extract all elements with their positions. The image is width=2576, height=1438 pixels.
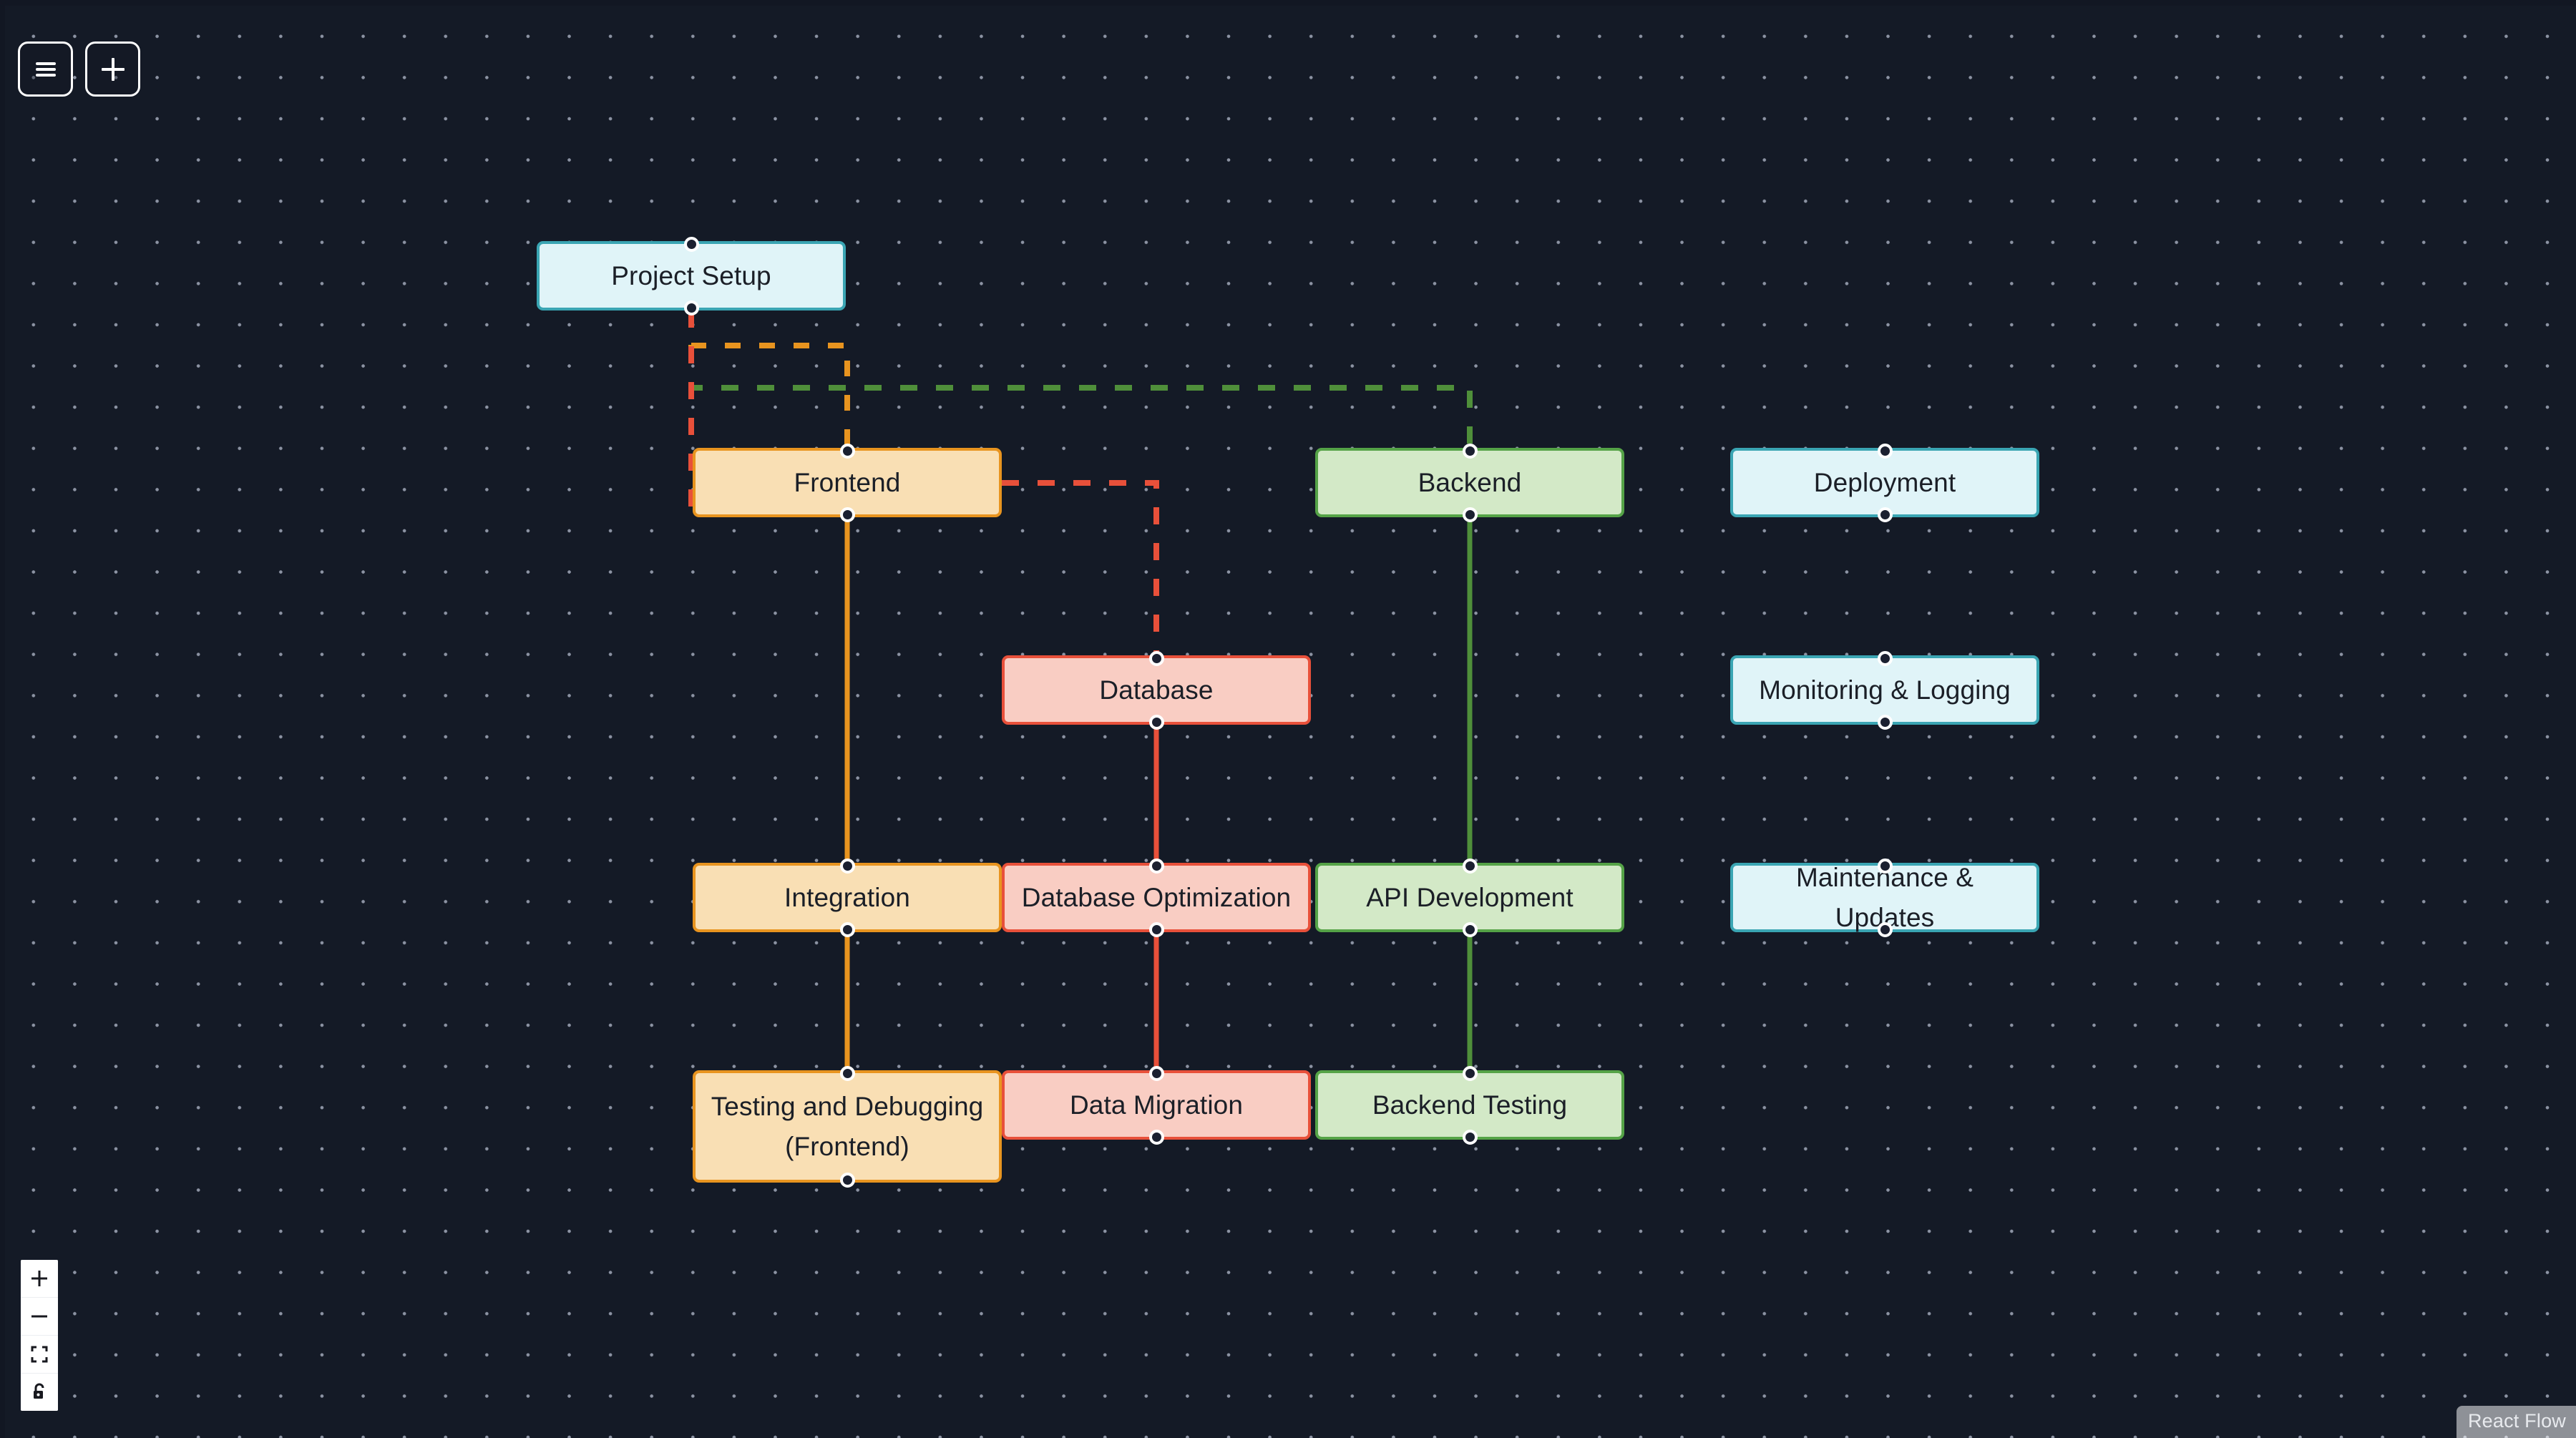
node-label: Testing and Debugging (Frontend) [711,1092,984,1161]
node-testing-debugging-frontend[interactable]: Testing and Debugging (Frontend) [693,1065,1002,1188]
node-label: Frontend [794,467,901,497]
node-deployment[interactable]: Deployment [1730,443,2039,522]
node-backend-testing[interactable]: Backend Testing [1315,1065,1624,1145]
canvas-toolbar [18,41,140,97]
handle-source-bottom[interactable] [683,300,699,316]
node-label: Backend [1418,467,1522,497]
node-maintenance-updates[interactable]: Maintenance & Updates [1730,858,2039,937]
handle-source-bottom[interactable] [1462,921,1478,937]
handle-target-top[interactable] [1877,443,1893,459]
unlock-icon [34,1383,44,1399]
edge-project-setup-backend[interactable] [688,310,1473,448]
node-label: Project Setup [611,260,771,290]
handle-source-bottom[interactable] [839,921,855,937]
plus-icon [101,57,125,81]
node-frontend[interactable]: Frontend [693,443,1002,522]
handle-target-top[interactable] [839,858,855,874]
node-label: Integration [784,882,910,912]
zoom-in-button[interactable] [21,1260,58,1298]
node-label: Database [1099,675,1214,705]
hamburger-menu-icon [35,62,56,77]
add-node-button[interactable] [85,41,140,97]
fit-view-button[interactable] [21,1336,58,1374]
handle-source-bottom[interactable] [1877,714,1893,730]
node-integration[interactable]: Integration [693,858,1002,937]
node-label: Deployment [1813,467,1956,497]
plus-icon [31,1271,47,1286]
handle-source-bottom[interactable] [1148,921,1164,937]
node-data-migration[interactable]: Data Migration [1002,1065,1311,1145]
handle-target-top[interactable] [1877,858,1893,874]
handle-source-bottom[interactable] [1148,1129,1164,1145]
lock-toggle-button[interactable] [21,1374,58,1411]
handle-source-bottom[interactable] [1148,714,1164,730]
canvas-top-edge [0,0,2576,6]
node-label: Monitoring & Logging [1759,675,2011,705]
handle-target-top[interactable] [1462,1065,1478,1081]
node-api-development[interactable]: API Development [1315,858,1624,937]
handle-source-bottom[interactable] [1462,1129,1478,1145]
node-backend[interactable]: Backend [1315,443,1624,522]
node-database[interactable]: Database [1002,650,1311,730]
node-label: Data Migration [1069,1090,1243,1120]
handle-target-top[interactable] [839,1065,855,1081]
handle-target-top[interactable] [1148,1065,1164,1081]
node-label: API Development [1366,882,1574,912]
handle-target-top[interactable] [1462,443,1478,459]
handle-source-bottom[interactable] [1877,507,1893,522]
handle-target-top[interactable] [1148,650,1164,666]
handle-source-bottom[interactable] [1462,507,1478,522]
node-monitoring-logging[interactable]: Monitoring & Logging [1730,650,2039,730]
handle-target-top[interactable] [1462,858,1478,874]
handle-source-bottom[interactable] [839,507,855,522]
handle-target-top[interactable] [1877,650,1893,666]
handle-source-bottom[interactable] [1877,921,1893,937]
canvas-left-edge [0,0,5,1438]
zoom-out-button[interactable] [21,1298,58,1336]
handle-target-top[interactable] [1148,858,1164,874]
handle-target-top[interactable] [683,236,699,252]
react-flow-attribution[interactable]: React Flow [2456,1406,2576,1438]
node-database-optimization[interactable]: Database Optimization [1002,858,1311,937]
fit-view-icon [31,1346,48,1363]
edge-frontend-database[interactable] [1002,480,1159,655]
minus-icon [31,1315,47,1318]
menu-button[interactable] [18,41,73,97]
handle-source-bottom[interactable] [839,1172,855,1188]
view-controls-panel [21,1260,58,1411]
node-label: Database Optimization [1021,882,1292,912]
handle-target-top[interactable] [839,443,855,459]
node-project-setup[interactable]: Project Setup [537,236,846,316]
node-label: Backend Testing [1372,1090,1568,1120]
edge-project-setup-frontend[interactable] [688,310,850,448]
